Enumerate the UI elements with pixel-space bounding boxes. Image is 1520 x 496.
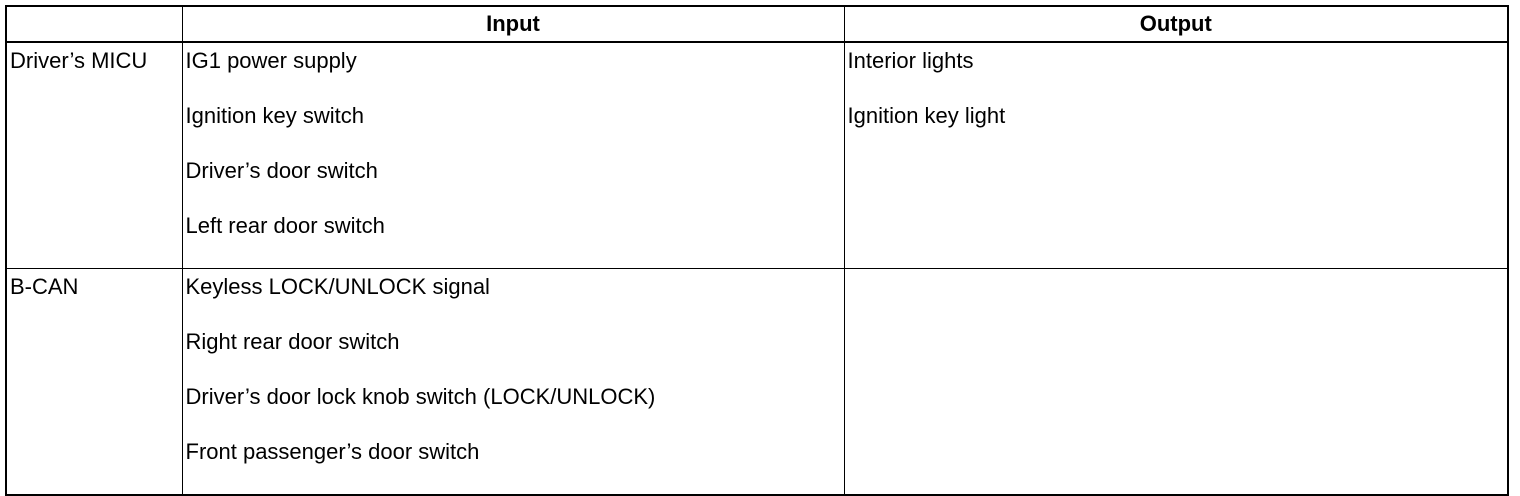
source-cell: Driver’s MICU: [5, 41, 183, 269]
output-cell: [843, 268, 1509, 496]
output-item: Ignition key light: [847, 103, 1006, 128]
source-cell: B-CAN: [5, 268, 183, 496]
input-cell: IG1 power supply Ignition key switch Dri…: [181, 41, 845, 269]
input-item: Ignition key switch: [185, 103, 365, 128]
header-row: Input Output: [5, 5, 1509, 43]
io-table-container: Input Output Driver’s MICU IG1 power sup…: [5, 5, 1509, 496]
table-row: B-CAN Keyless LOCK/UNLOCK signal Right r…: [5, 268, 1509, 496]
input-item: Keyless LOCK/UNLOCK signal: [185, 274, 490, 299]
source-label: Driver’s MICU: [10, 48, 148, 73]
input-item: Driver’s door switch: [185, 158, 378, 183]
input-cell: Keyless LOCK/UNLOCK signal Right rear do…: [181, 268, 845, 496]
input-item: Front passenger’s door switch: [185, 439, 480, 464]
header-input: Input: [181, 5, 845, 43]
io-table: Input Output Driver’s MICU IG1 power sup…: [5, 5, 1509, 496]
output-cell: Interior lights Ignition key light: [843, 41, 1509, 269]
input-item: Driver’s door lock knob switch (LOCK/UNL…: [185, 384, 656, 409]
output-item: Interior lights: [847, 48, 974, 73]
header-output: Output: [843, 5, 1509, 43]
input-item: IG1 power supply: [185, 48, 357, 73]
input-item: Right rear door switch: [185, 329, 400, 354]
source-label: B-CAN: [10, 274, 79, 299]
header-source: [5, 5, 183, 43]
table-row: Driver’s MICU IG1 power supply Ignition …: [5, 41, 1509, 269]
input-item: Left rear door switch: [185, 213, 385, 238]
